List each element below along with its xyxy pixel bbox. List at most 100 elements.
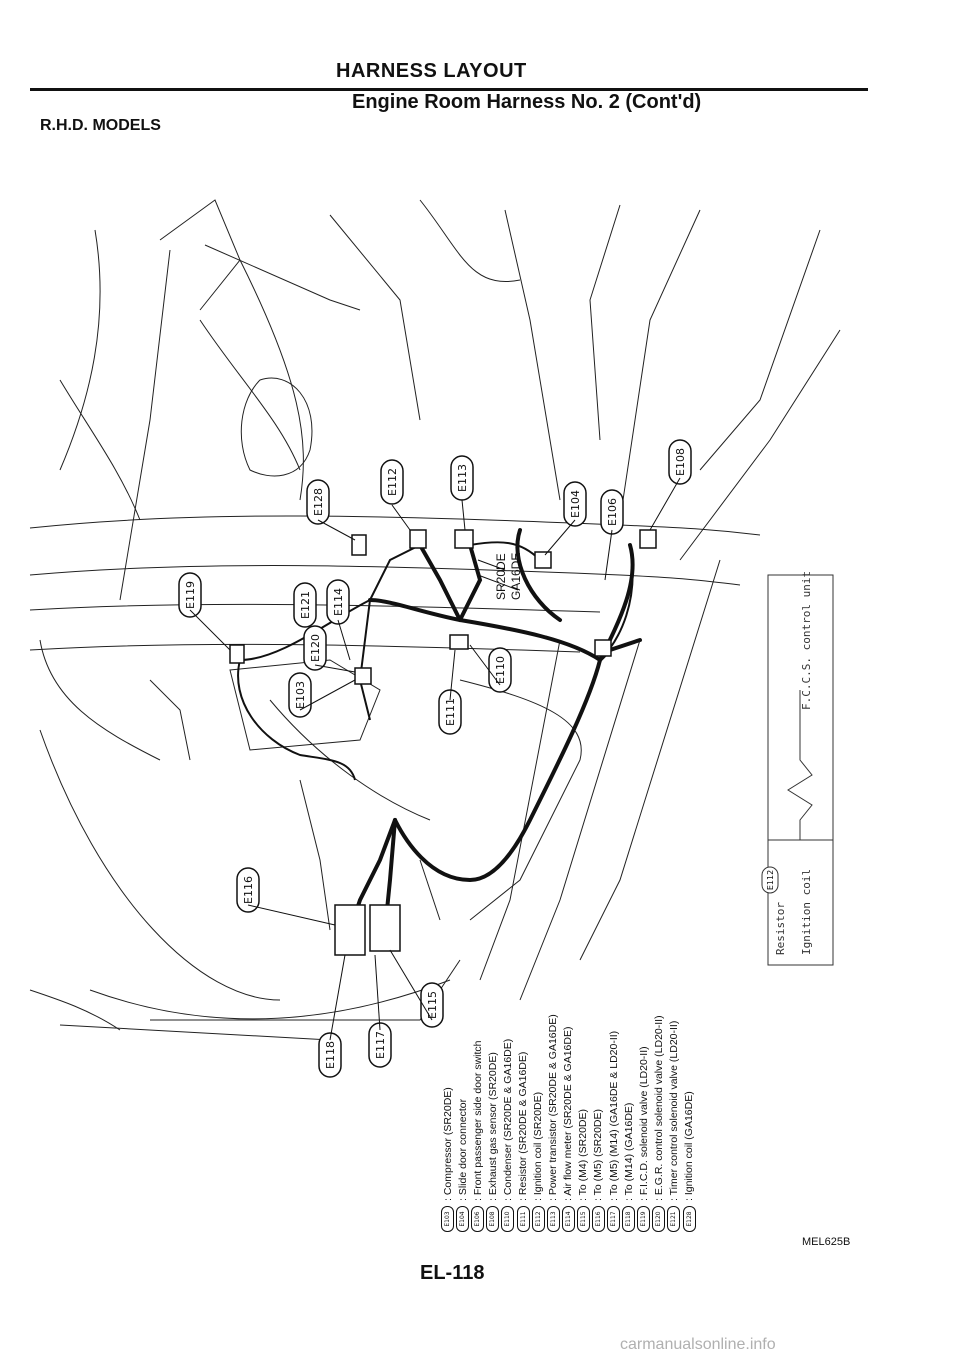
resistor-label: Resistor: [774, 902, 787, 955]
connector-badge-e112: E112: [380, 459, 404, 505]
legend-connector-code: E112: [531, 1206, 545, 1232]
legend-row: E117 : To (M5) (M14) (GA16DE & LD20-II): [606, 452, 621, 1232]
connector-badge-e118: E118: [318, 1032, 342, 1078]
connector-badge-e113: E113: [450, 455, 474, 501]
legend-connector-code: E110: [501, 1206, 515, 1232]
legend-description: : Timer control solenoid valve (LD20-II): [667, 1020, 680, 1201]
connector-code: E116: [242, 876, 255, 904]
resistor-connector-code: E112: [766, 870, 775, 890]
connector-code: E121: [299, 591, 312, 619]
legend-description: : E.G.R. control solenoid valve (LD20-II…: [652, 1015, 665, 1201]
connector-code: E114: [332, 588, 345, 616]
main-harness: [348, 528, 642, 932]
connector-badge-e106: E106: [600, 489, 624, 535]
model-label: R.H.D. MODELS: [40, 117, 161, 134]
legend-connector-code: E106: [471, 1206, 485, 1232]
legend-description: : Ignition coil (SR20DE): [532, 1091, 545, 1201]
connector-code: E128: [312, 488, 325, 516]
connector-badge-e114: E114: [326, 579, 350, 625]
legend-row: E104 : Slide door connector: [455, 452, 470, 1232]
legend-description: : To (M5) (SR20DE): [592, 1109, 605, 1201]
connector-legend: E103: Compressor (SR20DE)E104: Slide doo…: [440, 452, 780, 1232]
legend-description: : F.I.C.D. solenoid valve (LD20-II): [637, 1046, 650, 1201]
legend-connector-code: E104: [456, 1206, 470, 1232]
connector-bodies: [229, 529, 657, 956]
connector-badge-e128: E128: [306, 479, 330, 525]
legend-row: E120 : E.G.R. control solenoid valve (LD2…: [651, 452, 666, 1232]
connector-badge-e104: E104: [563, 481, 587, 527]
legend-row: E118 : To (M14) (GA16DE): [621, 452, 636, 1232]
legend-row: E110 : Condenser (SR20DE & GA16DE): [500, 452, 515, 1232]
leader-lines: [189, 477, 681, 1041]
connector-badge-e121: E121: [293, 582, 317, 628]
legend-description: : To (M14) (GA16DE): [622, 1102, 635, 1201]
legend-connector-code: E117: [607, 1206, 621, 1232]
legend-row: E115 : To (M4) (SR20DE): [576, 452, 591, 1232]
legend-description: : Resistor (SR20DE & GA16DE): [517, 1051, 530, 1201]
connector-code: E110: [494, 656, 507, 684]
legend-connector-code: E119: [637, 1206, 651, 1232]
ignition-coil-label: Ignition coil: [800, 869, 813, 955]
connector-badge-e119: E119: [178, 572, 202, 618]
fccs-unit-label: F.C.C.S. control unit: [800, 571, 813, 710]
legend-description: : To (M5) (M14) (GA16DE & LD20-II): [607, 1030, 620, 1201]
legend-connector-code: E111: [516, 1206, 530, 1232]
connector-badge-e115: E115: [420, 982, 444, 1028]
legend-row: E113: Power transistor (SR20DE & GA16DE): [546, 452, 561, 1232]
page-title: HARNESS LAYOUT: [336, 60, 527, 82]
legend-row: E114 : Air flow meter (SR20DE & GA16DE): [561, 452, 576, 1232]
connector-code: E103: [294, 681, 307, 709]
connector-badge-e117: E117: [368, 1022, 392, 1068]
legend-description: : Power transistor (SR20DE & GA16DE): [547, 1014, 560, 1201]
legend-row: E116 : To (M5) (SR20DE): [591, 452, 606, 1232]
legend-connector-code: E118: [622, 1206, 636, 1232]
title-rule: [30, 88, 868, 91]
legend-description: : To (M4) (SR20DE): [577, 1109, 590, 1201]
connector-code: E104: [569, 490, 582, 518]
connector-code: E108: [674, 448, 687, 476]
legend-description: : Ignition coil (GA16DE): [683, 1091, 696, 1201]
legend-description: : Slide door connector: [456, 1098, 469, 1201]
legend-row: E103 : Compressor (SR20DE): [440, 452, 455, 1232]
legend-row: E121 : Timer control solenoid valve (LD20…: [666, 452, 681, 1232]
resistor-connector-badge: E112: [761, 866, 779, 894]
connector-code: E120: [309, 634, 322, 662]
figure-code: MEL625B: [802, 1236, 851, 1248]
legend-description: : Compressor (SR20DE): [441, 1087, 454, 1201]
legend-description: : Air flow meter (SR20DE & GA16DE): [562, 1026, 575, 1201]
legend-connector-code: E128: [682, 1206, 696, 1232]
legend-description: : Front passenger side door switch: [471, 1040, 484, 1202]
legend-row: E106 : Front passenger side door switch: [470, 452, 485, 1232]
legend-row: E119 : F.I.C.D. solenoid valve (LD20-II): [636, 452, 651, 1232]
unit-box: [767, 574, 834, 966]
connector-badge-e111: E111: [438, 689, 462, 735]
legend-connector-code: E114: [561, 1206, 575, 1232]
connector-badge-e108: E108: [668, 439, 692, 485]
legend-connector-code: E103: [441, 1206, 455, 1232]
legend-row: E108: Exhaust gas sensor (SR20DE): [485, 452, 500, 1232]
connector-code: E115: [426, 991, 439, 1019]
variant-pointer: [477, 559, 519, 591]
legend-connector-code: E120: [652, 1206, 666, 1232]
connector-code: E112: [386, 468, 399, 496]
connector-code: E113: [456, 464, 469, 492]
legend-row: E128 : Ignition coil (GA16DE): [682, 452, 697, 1232]
fccs-unit-schematic: F.C.C.S. control unit Ignition coil Resi…: [761, 571, 834, 966]
connector-code: E111: [444, 698, 457, 726]
legend-row: E112 : Ignition coil (SR20DE): [531, 452, 546, 1232]
page-subtitle: Engine Room Harness No. 2 (Cont'd): [352, 91, 702, 113]
connector-badge-e120: E120: [303, 625, 327, 671]
legend-row: E111 : Resistor (SR20DE & GA16DE): [515, 452, 530, 1232]
connector-badge-e103: E103: [288, 672, 312, 718]
legend-description: : Condenser (SR20DE & GA16DE): [501, 1038, 514, 1201]
legend-connector-code: E121: [667, 1206, 681, 1232]
legend-connector-code: E115: [576, 1206, 590, 1232]
connector-code: E106: [606, 498, 619, 526]
legend-connector-code: E116: [591, 1206, 605, 1232]
resistor-symbol: [787, 690, 813, 840]
variant-label-sr20de: SR20DE: [494, 553, 508, 600]
connector-code: E119: [184, 581, 197, 609]
connector-code: E118: [324, 1041, 337, 1069]
